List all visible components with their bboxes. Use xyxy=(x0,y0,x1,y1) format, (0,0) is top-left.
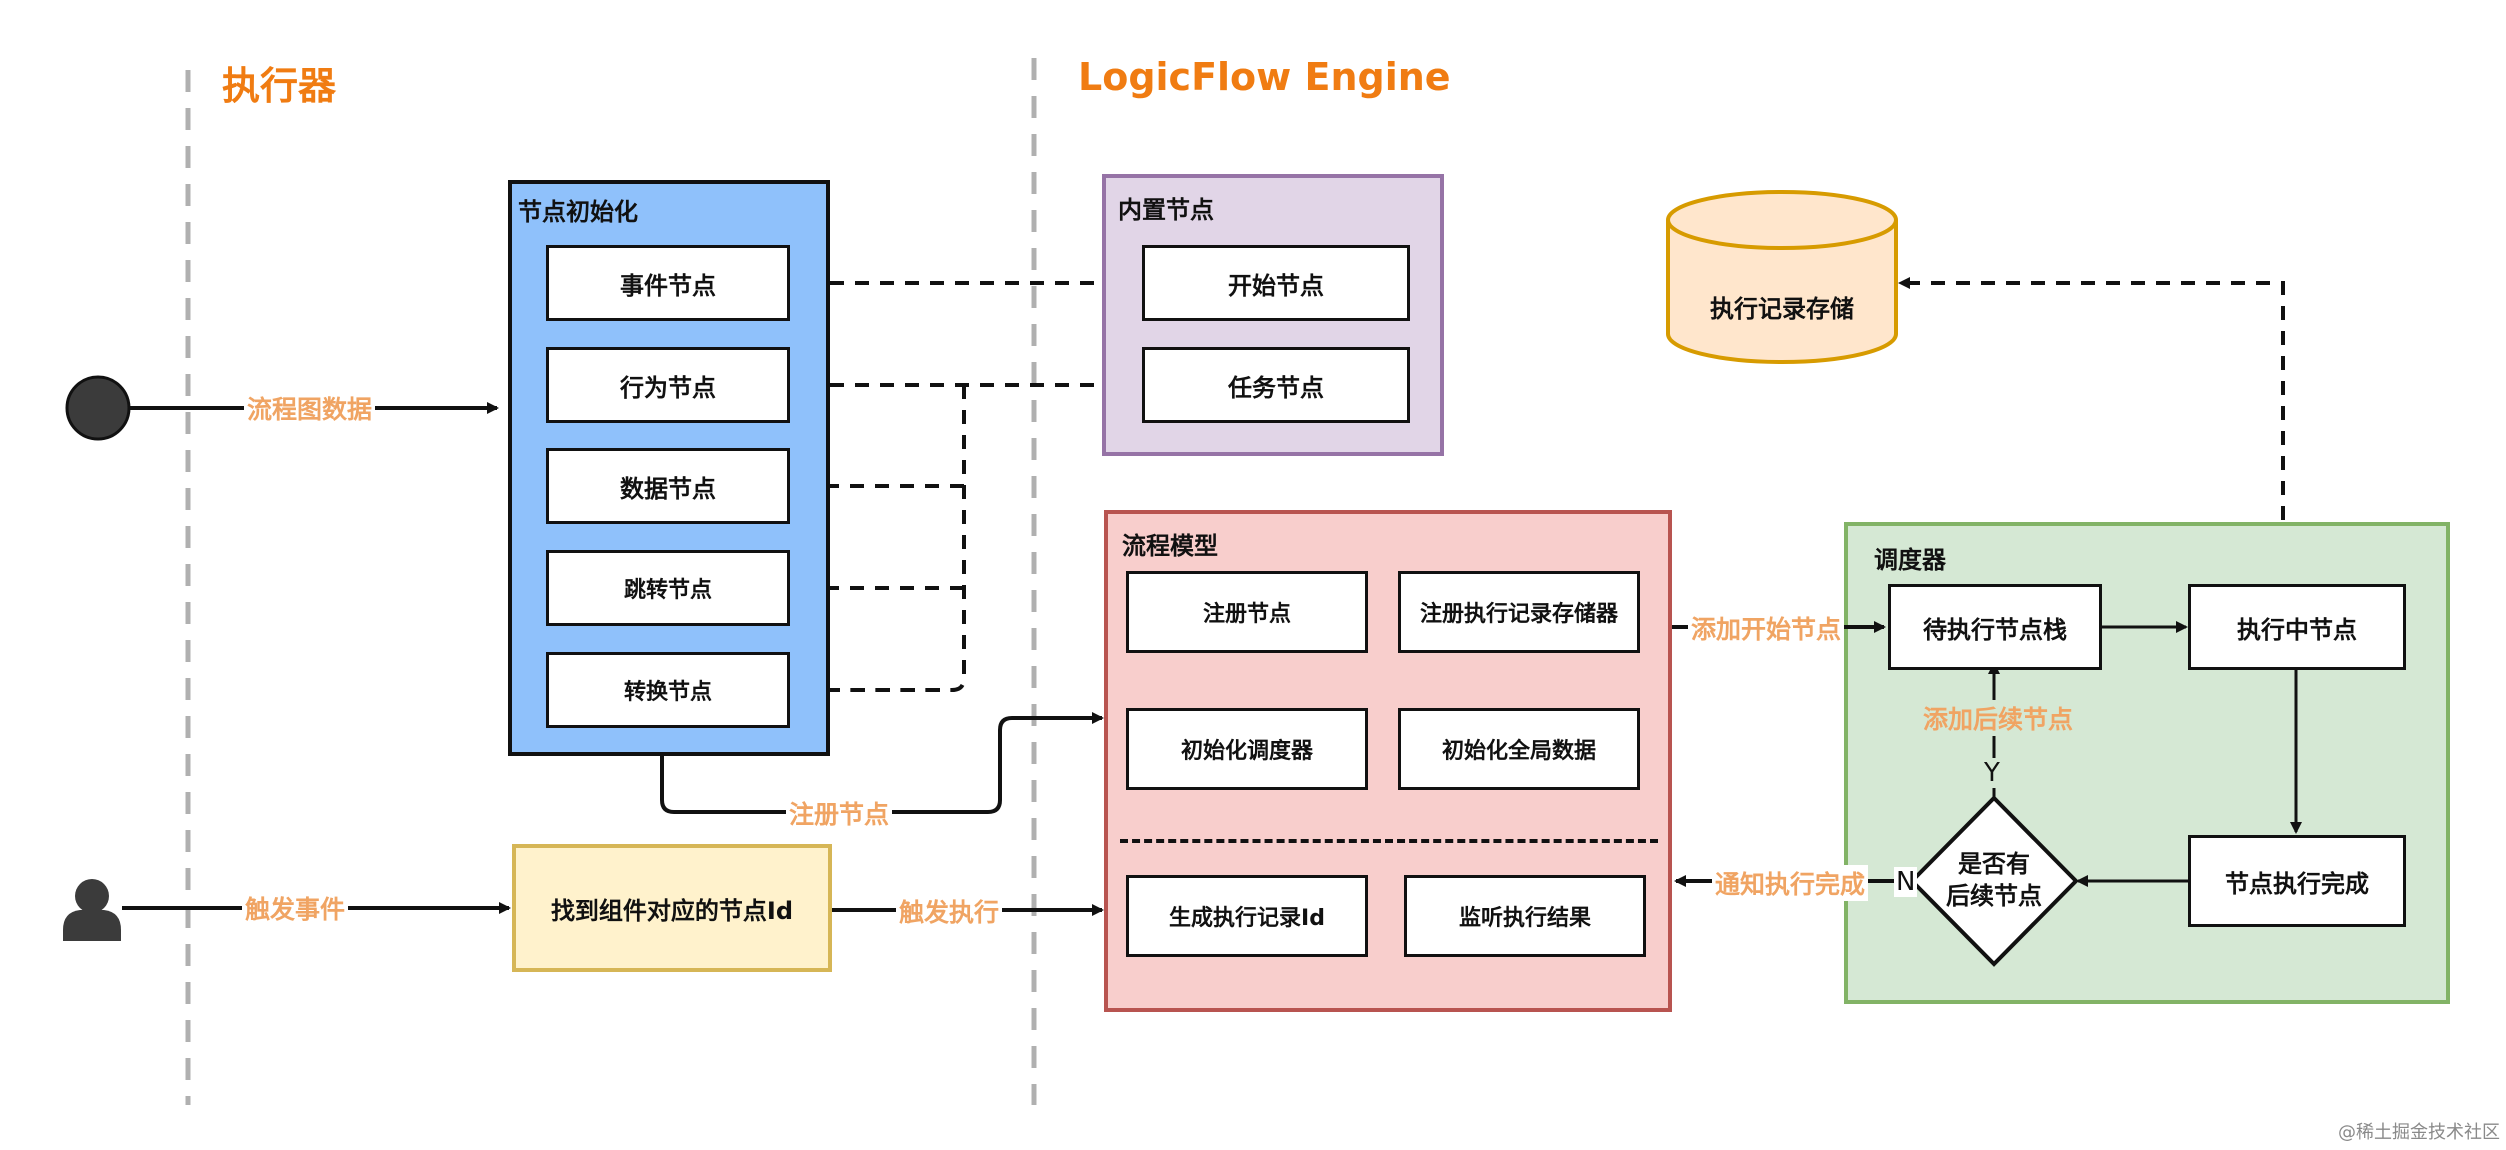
edge-label-yes: Y xyxy=(1982,758,2002,788)
edge-task-branch xyxy=(794,385,966,692)
section-title-engine: LogicFlow Engine xyxy=(1078,55,1451,99)
model-register-node[interactable]: 注册节点 xyxy=(1126,571,1368,653)
edge-label-add-next: 添加后续节点 xyxy=(1920,700,2077,736)
decision-label: 是否有 后续节点 xyxy=(1936,848,2052,912)
edge-label-no: N xyxy=(1894,867,1918,897)
section-title-executor: 执行器 xyxy=(222,64,337,108)
scheduler-pending-stack[interactable]: 待执行节点栈 xyxy=(1888,584,2102,670)
watermark: @稀土掘金技术社区 xyxy=(2338,1122,2500,1143)
edge-label-trigger-exec: 触发执行 xyxy=(896,893,1003,929)
storage-label: 执行记录存储 xyxy=(1710,294,1854,323)
edge-register-node xyxy=(660,712,1104,814)
start-event-icon xyxy=(65,375,131,441)
node-init-title: 节点初始化 xyxy=(518,198,638,226)
node-task[interactable]: 任务节点 xyxy=(1142,347,1410,423)
model-title: 流程模型 xyxy=(1122,532,1218,560)
model-gen-record-id[interactable]: 生成执行记录Id xyxy=(1126,875,1368,957)
node-jump[interactable]: 跳转节点 xyxy=(546,550,790,626)
model-listen-result[interactable]: 监听执行结果 xyxy=(1404,875,1646,957)
node-start[interactable]: 开始节点 xyxy=(1142,245,1410,321)
decision-label-line1: 是否有 xyxy=(1958,850,2030,878)
node-behavior[interactable]: 行为节点 xyxy=(546,347,790,423)
storage-cylinder xyxy=(1666,190,1898,364)
person-icon xyxy=(63,879,121,941)
decision-label-line2: 后续节点 xyxy=(1946,882,2042,910)
model-divider xyxy=(1120,839,1658,843)
edge-label-trigger-event: 触发事件 xyxy=(242,890,349,926)
model-init-global-data[interactable]: 初始化全局数据 xyxy=(1398,708,1640,790)
edge-label-register-node: 注册节点 xyxy=(786,795,893,831)
model-register-storage[interactable]: 注册执行记录存储器 xyxy=(1398,571,1640,653)
scheduler-running-node[interactable]: 执行中节点 xyxy=(2188,584,2406,670)
scheduler-node-done[interactable]: 节点执行完成 xyxy=(2188,835,2406,927)
builtin-title: 内置节点 xyxy=(1118,196,1214,224)
node-event[interactable]: 事件节点 xyxy=(546,245,790,321)
node-data[interactable]: 数据节点 xyxy=(546,448,790,524)
edge-scheduler-to-storage xyxy=(1898,277,2285,520)
model-init-scheduler[interactable]: 初始化调度器 xyxy=(1126,708,1368,790)
decision-diamond xyxy=(1909,795,2079,967)
node-convert[interactable]: 转换节点 xyxy=(546,652,790,728)
scheduler-title: 调度器 xyxy=(1874,546,1946,574)
find-node-box[interactable]: 找到组件对应的节点Id xyxy=(512,844,832,972)
edge-label-notify-done: 通知执行完成 xyxy=(1712,865,1869,901)
edge-label-flow-data: 流程图数据 xyxy=(244,390,376,426)
edge-label-add-start: 添加开始节点 xyxy=(1688,610,1845,646)
